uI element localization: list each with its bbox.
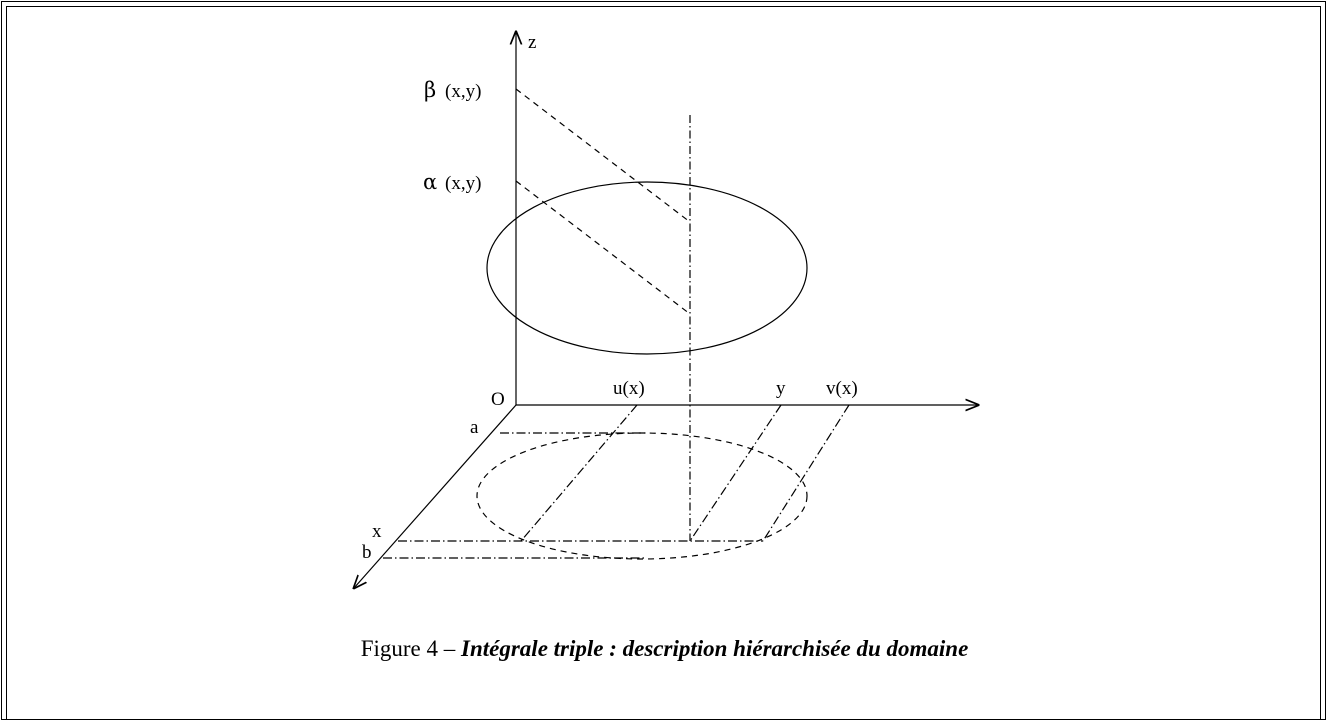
caption-title: Intégrale triple : description hiérarchi…	[461, 636, 969, 661]
alpha-symbol: α	[423, 170, 437, 194]
figure-caption: Figure 4 – Intégrale triple : descriptio…	[0, 636, 1329, 662]
line-v-diagonal	[762, 404, 850, 542]
line-u-diagonal	[520, 404, 638, 542]
b-label: b	[362, 542, 372, 563]
a-label: a	[470, 417, 479, 438]
z-axis-label: z	[528, 32, 536, 53]
caption-prefix: Figure 4 –	[360, 636, 462, 661]
projected-domain-ellipse	[476, 432, 808, 560]
beta-dashed-line	[515, 88, 691, 223]
x-axis	[354, 404, 517, 588]
figure-frame-inner	[6, 6, 1321, 720]
origin-label: O	[491, 389, 505, 410]
y-label: y	[776, 378, 786, 399]
v-label: v(x)	[826, 378, 858, 399]
beta-args: (x,y)	[445, 81, 481, 102]
line-y-diagonal	[689, 404, 782, 542]
u-label: u(x)	[613, 378, 645, 399]
alpha-args: (x,y)	[445, 173, 481, 194]
domain-ellipse	[486, 181, 808, 355]
x-axis-label: x	[372, 521, 382, 542]
beta-symbol: β	[424, 78, 436, 102]
alpha-dashed-line	[515, 180, 691, 315]
